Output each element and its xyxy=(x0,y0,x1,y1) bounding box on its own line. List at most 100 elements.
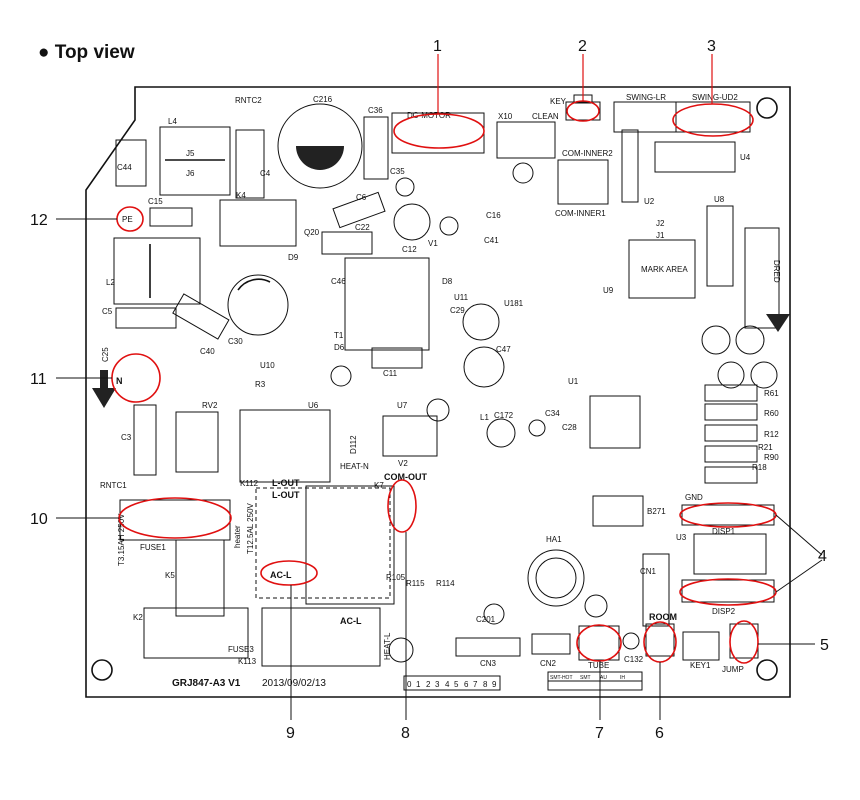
diagram-heading: ● Top view xyxy=(38,42,135,63)
label-l-out-2: L-OUT xyxy=(272,490,300,500)
label-v2: V2 xyxy=(398,459,408,468)
label-r114: R114 xyxy=(436,579,455,588)
jumper-digit: 8 xyxy=(483,680,488,689)
legend-cell: IH xyxy=(620,675,625,681)
silkscreen-labels: DC-MOTOR KEY SWING-LR SWING-UD2 RNTC2 C2… xyxy=(100,93,781,689)
label-c22: C22 xyxy=(355,223,370,232)
label-r90: R90 xyxy=(764,453,779,462)
label-c5: C5 xyxy=(102,307,113,316)
label-k5: K5 xyxy=(165,571,175,580)
label-dred: DRED xyxy=(772,260,781,283)
label-l1: L1 xyxy=(480,413,489,422)
label-c15: C15 xyxy=(148,197,163,206)
jumper-digit: 7 xyxy=(473,680,478,689)
label-com-inner1: COM-INNER1 xyxy=(555,209,606,218)
label-swing-ud2: SWING-UD2 xyxy=(692,93,738,102)
callout-number: 4 xyxy=(818,548,827,565)
label-c40: C40 xyxy=(200,347,215,356)
label-u11: U11 xyxy=(454,293,469,302)
label-r12: R12 xyxy=(764,430,779,439)
label-ha1: HA1 xyxy=(546,535,562,544)
label-r60: R60 xyxy=(764,409,779,418)
label-x10: X10 xyxy=(498,112,513,121)
label-c201: C201 xyxy=(476,615,496,624)
label-r61: R61 xyxy=(764,389,779,398)
label-u2: U2 xyxy=(644,197,655,206)
label-u4: U4 xyxy=(740,153,751,162)
label-c47: C47 xyxy=(496,345,511,354)
mount-hole-bl xyxy=(91,659,113,681)
highlight-dc-motor xyxy=(393,113,485,149)
label-c29: C29 xyxy=(450,306,465,315)
callout-number: 8 xyxy=(401,725,410,742)
label-fuse3: FUSE3 xyxy=(228,645,254,654)
label-r21: R21 xyxy=(758,443,773,452)
label-fuse-rating2: T12.5AL 250V xyxy=(246,502,255,554)
highlight-key xyxy=(566,100,600,122)
highlight-com-out xyxy=(387,479,417,533)
label-rntc2: RNTC2 xyxy=(235,96,262,105)
label-c28: C28 xyxy=(562,423,577,432)
label-rntc1: RNTC1 xyxy=(100,481,127,490)
highlight-fuse1 xyxy=(118,497,232,539)
label-c41: C41 xyxy=(484,236,499,245)
label-u6: U6 xyxy=(308,401,319,410)
label-cn2: CN2 xyxy=(540,659,557,668)
jumper-digit: 2 xyxy=(426,680,431,689)
label-k112: K112 xyxy=(240,479,259,488)
label-v1: V1 xyxy=(428,239,438,248)
label-u8: U8 xyxy=(714,195,725,204)
label-tube: TUBE xyxy=(588,661,609,670)
label-l2: L2 xyxy=(106,278,115,287)
label-clean: CLEAN xyxy=(532,112,559,121)
label-k7: K7 xyxy=(374,481,384,490)
label-d8: D8 xyxy=(442,277,453,286)
label-fuse1: FUSE1 xyxy=(140,543,166,552)
board-date-marking: 2013/09/02/13 xyxy=(262,678,326,689)
label-cn1: CN1 xyxy=(640,567,657,576)
label-c4: C4 xyxy=(260,169,271,178)
label-c46: C46 xyxy=(331,277,346,286)
label-jump: JUMP xyxy=(722,665,744,674)
label-ac-l: AC-L xyxy=(270,570,292,580)
label-c3: C3 xyxy=(121,433,132,442)
legend-cell: SMT-HOT xyxy=(550,675,573,681)
board-model-marking: GRJ847-A3 V1 xyxy=(172,678,241,689)
label-k4: K4 xyxy=(236,191,246,200)
mount-hole-tr xyxy=(756,97,778,119)
label-t1: T1 xyxy=(334,331,344,340)
label-heat-l: HEAT-L xyxy=(383,632,392,660)
label-c35: C35 xyxy=(390,167,405,176)
component-outlines xyxy=(92,94,790,691)
label-l-out: L-OUT xyxy=(272,478,300,488)
label-key: KEY xyxy=(550,97,567,106)
label-u7: U7 xyxy=(397,401,408,410)
label-n: N xyxy=(116,376,123,386)
callout-number: 11 xyxy=(30,371,47,388)
label-u3: U3 xyxy=(676,533,687,542)
label-d6: D6 xyxy=(334,343,345,352)
label-cn3: CN3 xyxy=(480,659,497,668)
label-k113: K113 xyxy=(238,657,257,666)
label-c25: C25 xyxy=(101,347,110,362)
label-swing-lr: SWING-LR xyxy=(626,93,666,102)
label-c36: C36 xyxy=(368,106,383,115)
label-heater: heater xyxy=(233,525,242,548)
board-outline xyxy=(85,86,791,698)
label-u9: U9 xyxy=(603,286,614,295)
callout-number: 1 xyxy=(433,38,442,55)
label-rv2: RV2 xyxy=(202,401,218,410)
label-j5: J5 xyxy=(186,149,195,158)
label-j1: J1 xyxy=(656,231,665,240)
label-d112: D112 xyxy=(349,435,358,454)
mount-hole-br xyxy=(756,659,778,681)
callout-number: 10 xyxy=(30,511,48,528)
jumper-digit: 3 xyxy=(435,680,440,689)
label-c6: C6 xyxy=(356,193,367,202)
label-disp1: DISP1 xyxy=(712,527,736,536)
label-mark-area: MARK AREA xyxy=(641,265,688,274)
label-r18: R18 xyxy=(752,463,767,472)
callout-leaders xyxy=(56,54,823,720)
label-heat-n: HEAT-N xyxy=(340,462,369,471)
